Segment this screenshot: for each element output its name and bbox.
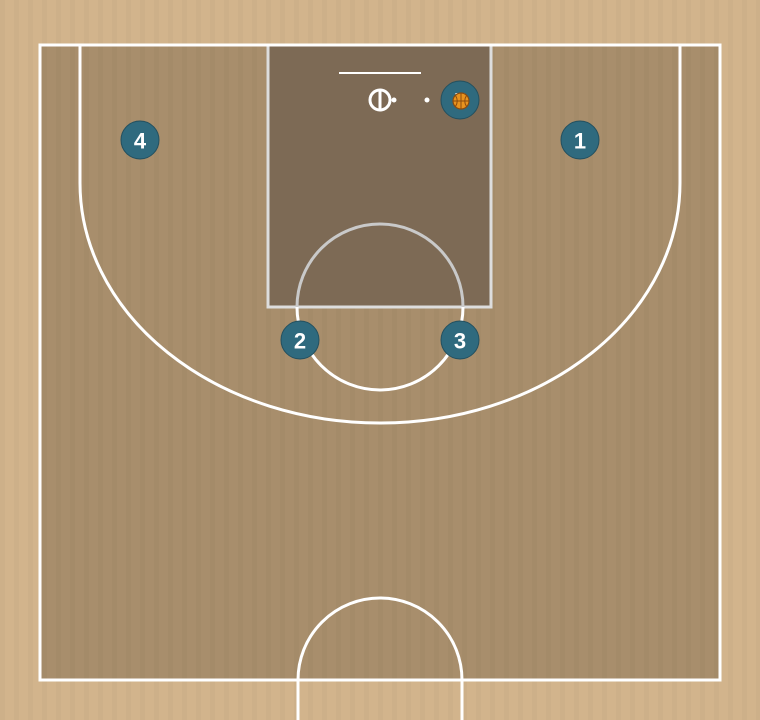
player-2-label: 2 (294, 329, 306, 354)
player-4-marker (120, 120, 160, 160)
free-throw-circle-top (295, 222, 465, 308)
player-2[interactable]: 2 (280, 320, 320, 360)
player-2-marker (280, 320, 320, 360)
center-circle (296, 596, 464, 720)
hoop-icon (368, 88, 397, 112)
player-3[interactable]: 3 (440, 320, 480, 360)
player-1-label: 1 (574, 129, 586, 154)
players-layer: 1 2 3 4 5 (120, 80, 600, 360)
basketball-icon (452, 92, 470, 110)
player-4-label: 4 (134, 129, 147, 154)
three-point-line (78, 45, 682, 425)
block-dot (424, 97, 430, 103)
player-3-label: 3 (454, 329, 466, 354)
player-5[interactable]: 5 (440, 80, 480, 120)
court-boundary (38, 43, 722, 682)
player-1[interactable]: 1 (560, 120, 600, 160)
player-3-marker (440, 320, 480, 360)
player-1-marker (560, 120, 600, 160)
player-4[interactable]: 4 (120, 120, 160, 160)
